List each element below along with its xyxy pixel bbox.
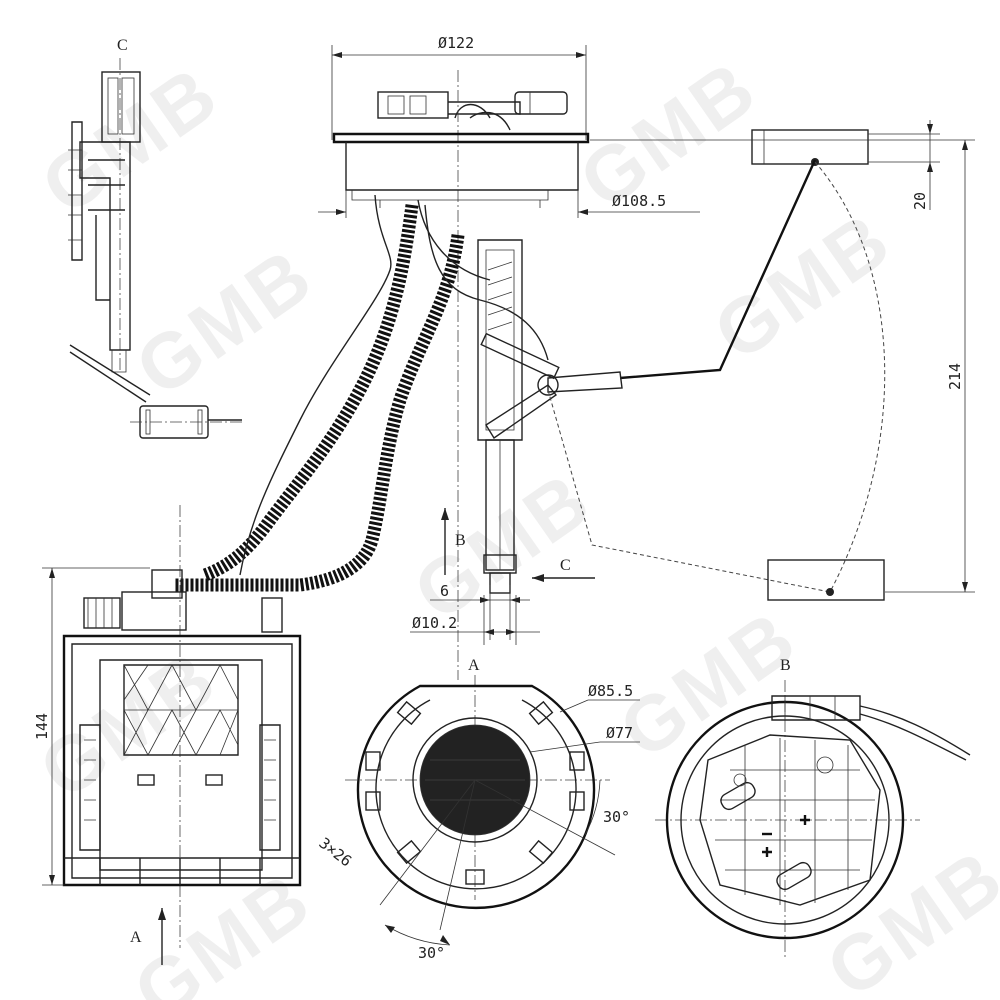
- arrow-a-label: A: [130, 929, 142, 946]
- dim-slots: 3×26: [316, 834, 356, 870]
- dim-angle-right: 30°: [603, 808, 630, 826]
- watermark-8: GMB: [118, 854, 327, 1000]
- dim-flange-diameter: Ø108.5: [612, 192, 666, 210]
- dim-module-height: 144: [33, 713, 51, 740]
- view-c-side-view: C: [68, 37, 245, 439]
- view-a-title: A: [468, 657, 480, 674]
- pump-module-front: 144 A: [33, 505, 302, 965]
- watermark-group: GMB GMB GMB GMB GMB GMB GMB GMB GMB: [24, 42, 1000, 1000]
- view-a-bottom-view: A Ø85.5 Ø77 30°: [316, 657, 640, 962]
- watermark-5: GMB: [398, 454, 607, 637]
- watermark-9: GMB: [811, 831, 1000, 1000]
- dim-outer-diameter: Ø85.5: [588, 682, 633, 700]
- main-front-view: Ø122 Ø108.5: [175, 34, 975, 680]
- view-b-top-view: B: [655, 657, 971, 960]
- arrow-c-label: C: [560, 557, 571, 574]
- dim-overall-height: 214: [946, 363, 964, 390]
- dim-shaft-width: 6: [440, 582, 449, 600]
- arrow-b-label: B: [455, 532, 466, 549]
- dim-angle-bottom: 30°: [418, 944, 445, 962]
- dim-top-diameter: Ø122: [438, 34, 474, 52]
- view-c-title: C: [117, 37, 128, 54]
- dim-shaft-diameter: Ø10.2: [412, 614, 457, 632]
- watermark-7: GMB: [604, 592, 813, 775]
- view-b-title: B: [780, 657, 791, 674]
- dim-inner-diameter: Ø77: [606, 724, 633, 742]
- watermark-3: GMB: [120, 230, 329, 413]
- dim-float-offset: 20: [911, 192, 929, 210]
- watermark-2: GMB: [564, 42, 773, 225]
